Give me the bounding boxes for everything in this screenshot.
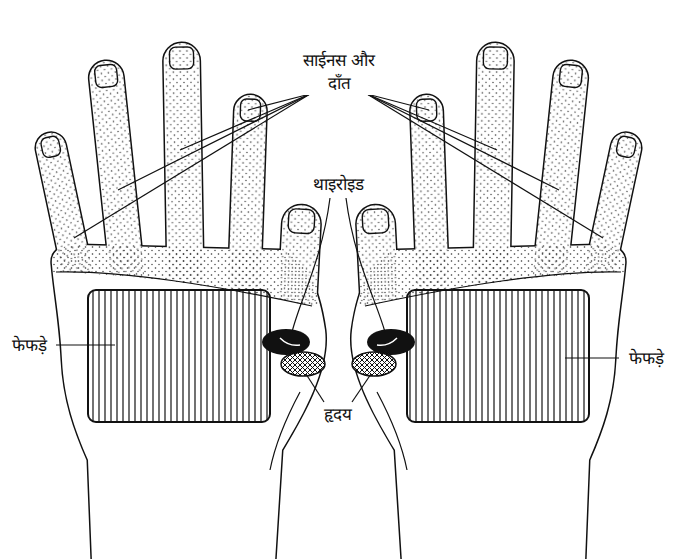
hand xyxy=(33,43,325,559)
zone-label: साईनस और दाँत xyxy=(294,49,384,95)
leader-lines xyxy=(56,94,619,402)
zone-label: फेफड़े xyxy=(627,347,666,370)
zone-label: थाइरोइड xyxy=(311,173,366,196)
zone-label: फेफड़े xyxy=(10,334,49,357)
zone-label: हृदय xyxy=(322,403,354,426)
heart-zone xyxy=(281,352,325,376)
thyroid-zone xyxy=(262,329,310,355)
lung-zone xyxy=(88,290,270,422)
